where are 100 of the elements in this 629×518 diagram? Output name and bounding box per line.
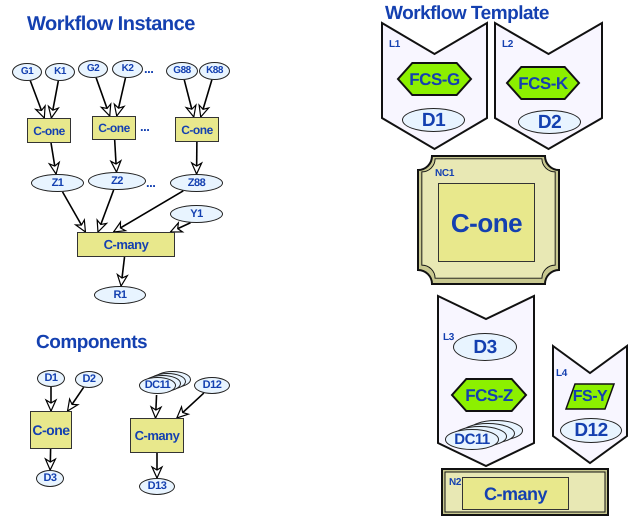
arrow: [112, 190, 184, 233]
process-box: [27, 118, 71, 143]
arrow: [184, 80, 196, 118]
section-heading: Workflow Instance: [27, 14, 195, 34]
ellipsis: ...: [146, 176, 156, 189]
section-heading: Workflow Template: [385, 4, 549, 23]
arrow: [151, 453, 163, 479]
shape-label: N2: [449, 478, 462, 488]
ellipsis: ...: [144, 62, 154, 75]
ellipsis: ...: [140, 120, 150, 133]
node-label: R1: [113, 290, 127, 300]
ellipse-node: [45, 63, 75, 81]
node-label: K1: [54, 67, 66, 77]
shape-label: NC1: [435, 169, 454, 179]
arrow: [66, 386, 84, 412]
node-label: G2: [86, 64, 100, 74]
ellipse-node: [194, 377, 230, 394]
chevron-shape: [381, 22, 488, 150]
node-label: D12: [574, 421, 608, 440]
node-label: K88: [206, 66, 223, 76]
node-label: DC11: [453, 432, 491, 447]
shape-label: L3: [443, 333, 454, 343]
ellipse-node: [112, 60, 143, 78]
arrow: [110, 140, 122, 173]
node-label: C-one: [32, 423, 70, 437]
node-label: C-many: [104, 238, 148, 251]
node-label: C-one: [33, 124, 65, 136]
arrow: [45, 387, 57, 412]
ellipse-node: [139, 478, 175, 495]
ellipse-node: [170, 174, 223, 192]
arrow: [48, 142, 60, 175]
process-box: [130, 418, 184, 453]
node-label: C-one: [98, 122, 130, 134]
ellipse-node: [166, 62, 198, 80]
chevron-shape: [494, 22, 603, 150]
node-label: D1: [422, 110, 446, 130]
node-label: Z1: [52, 178, 64, 188]
process-box: [77, 232, 175, 257]
node-label: D3: [473, 338, 497, 356]
hexagon-node: [451, 378, 527, 412]
node-label: FS-Y: [572, 388, 608, 404]
ellipse-node: [78, 60, 108, 78]
arrow: [170, 222, 191, 233]
process-box: [462, 477, 569, 510]
chevron-shape: [552, 345, 628, 464]
arrow: [116, 256, 128, 287]
node-label: C-one: [450, 210, 522, 236]
arrow: [191, 142, 202, 175]
hexagon-node: [397, 62, 472, 96]
arrow: [48, 80, 60, 119]
node-label: C-many: [484, 484, 547, 502]
node-label: FCS-K: [518, 74, 568, 92]
node-label: D2: [538, 112, 562, 132]
hexagon-node: [506, 66, 580, 100]
ellipse-node: [199, 62, 230, 80]
ellipse-node: [36, 470, 64, 487]
shape-label: L2: [502, 40, 514, 50]
arrow: [95, 78, 112, 117]
ellipse-node: [170, 205, 223, 223]
node-label: G1: [20, 67, 34, 77]
shape-label: L4: [556, 369, 568, 379]
arrow: [96, 190, 114, 233]
node-label: DC11: [144, 380, 172, 391]
shape-label: L1: [389, 40, 400, 50]
arrow: [30, 80, 46, 119]
node-label: K2: [122, 64, 134, 74]
process-box: [92, 116, 136, 140]
arrow: [44, 448, 56, 471]
section-heading: Components: [36, 333, 148, 352]
chevron-shape: [437, 295, 535, 467]
ellipse-node: [12, 63, 42, 81]
node-label: Y1: [190, 208, 203, 220]
plaque-frame: [415, 153, 562, 287]
arrow: [62, 191, 86, 233]
ellipse-node: [75, 371, 103, 388]
arrow: [198, 80, 213, 118]
node-label: D1: [44, 373, 58, 384]
process-box: [175, 117, 219, 142]
node-label: Z2: [111, 176, 123, 186]
process-box: [30, 411, 72, 449]
parallelogram-node: [565, 383, 615, 410]
ellipse-node: [31, 174, 84, 192]
node-label: D2: [82, 374, 96, 385]
node-label: C-one: [181, 124, 213, 136]
node-label: FCS-G: [409, 70, 460, 88]
arrow: [150, 394, 162, 419]
node-label: Z88: [188, 178, 206, 188]
node-label: D3: [43, 473, 57, 484]
node-label: G88: [173, 66, 191, 76]
ellipse-node: [94, 286, 146, 304]
ellipse-node: [37, 370, 65, 387]
node-label: C-many: [134, 429, 180, 442]
node-label: FCS-Z: [465, 386, 513, 404]
node-label: D12: [202, 380, 222, 391]
process-box: [438, 183, 535, 262]
arrow: [114, 78, 126, 117]
frame-bar: [441, 468, 609, 516]
ellipse-node: [88, 172, 146, 190]
node-label: D13: [148, 481, 166, 492]
arrow: [176, 392, 204, 419]
